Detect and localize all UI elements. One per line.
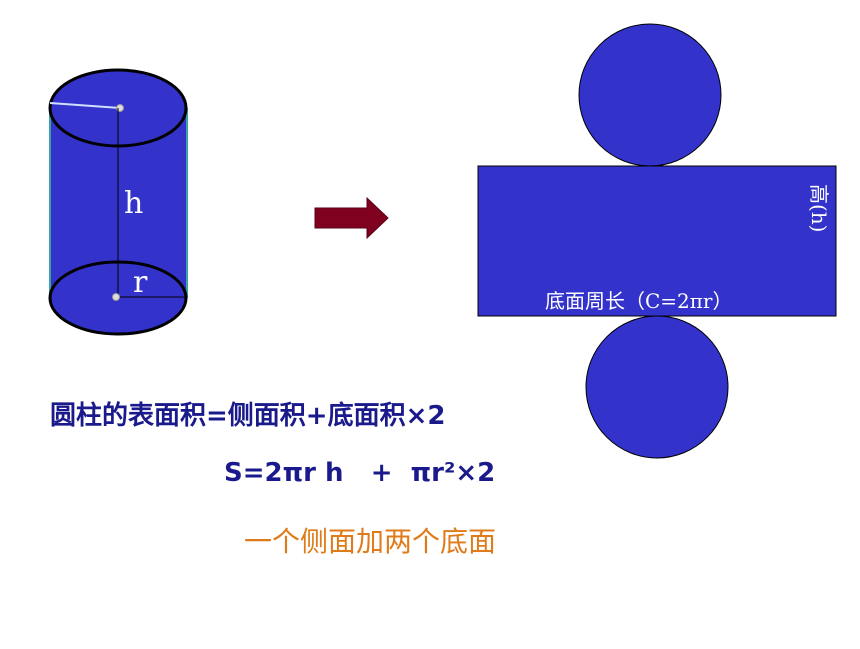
- top-radius-line: [49, 102, 121, 109]
- net-side-rectangle: [477, 165, 837, 317]
- cylinder-net: 底面周长（C=2πr） 高(h): [477, 23, 837, 459]
- surface-area-equation: S=2πr h + πr²×2: [224, 458, 496, 488]
- bottom-center-point: [112, 293, 120, 301]
- height-label: h: [124, 186, 143, 221]
- formula-caption: 一个侧面加两个底面: [244, 525, 497, 558]
- height-side-label: 高(h): [807, 184, 831, 233]
- cylinder: h r: [48, 68, 188, 336]
- radius-label: r: [133, 265, 148, 300]
- net-top-circle: [578, 23, 722, 167]
- surface-area-formula: 圆柱的表面积=侧面积+底面积×2: [50, 401, 446, 431]
- net-bottom-circle: [585, 315, 729, 459]
- circumference-label: 底面周长（C=2πr）: [545, 289, 733, 313]
- right-arrow-icon: [314, 196, 389, 240]
